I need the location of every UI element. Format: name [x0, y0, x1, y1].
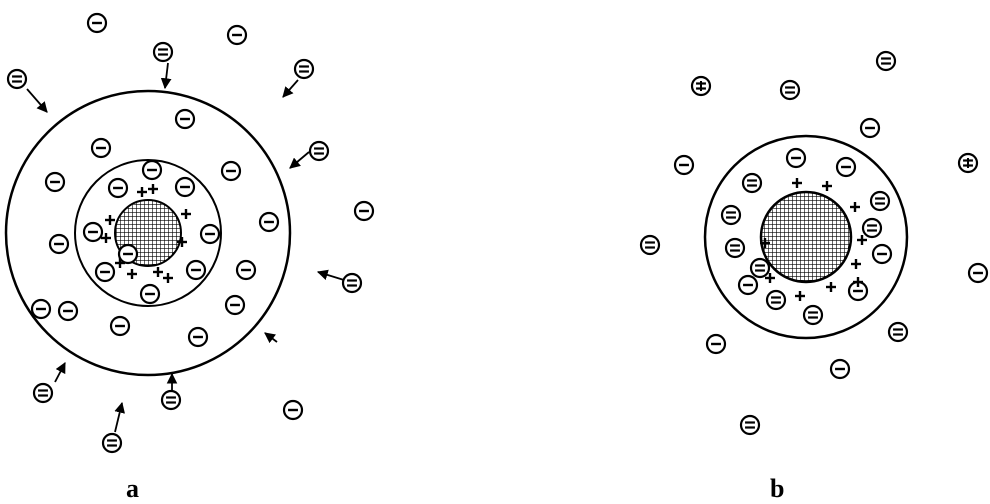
divalent-anion-icon — [741, 416, 759, 434]
arrow-icon — [165, 63, 168, 88]
divalent-anion-icon — [722, 206, 740, 224]
arrow-icon — [265, 333, 277, 342]
anion-icon — [143, 161, 161, 179]
anion-icon — [260, 213, 278, 231]
anion-icon — [111, 317, 129, 335]
positive-charge-icon — [163, 273, 173, 283]
divalent-anion-icon — [8, 70, 26, 88]
positive-charge-icon — [795, 291, 805, 301]
divalent-anion-icon — [751, 259, 769, 277]
panel-a-label: a — [126, 474, 139, 504]
anion-icon — [228, 26, 246, 44]
divalent-anion-icon — [154, 43, 172, 61]
anion-icon — [707, 335, 725, 353]
anion-icon — [959, 154, 977, 172]
anion-icon — [787, 149, 805, 167]
anion-icon — [176, 178, 194, 196]
positive-charge-icon — [153, 267, 163, 277]
arrow-icon — [55, 363, 65, 382]
anion-icon — [873, 245, 891, 263]
positive-charge-icon — [137, 187, 147, 197]
divalent-anion-icon — [103, 434, 121, 452]
anion-icon — [46, 173, 64, 191]
anion-icon — [222, 162, 240, 180]
positive-charge-icon — [826, 282, 836, 292]
panel-a — [6, 14, 373, 452]
anion-icon — [50, 235, 68, 253]
anion-icon — [189, 328, 207, 346]
divalent-anion-icon — [767, 291, 785, 309]
anion-icon — [187, 261, 205, 279]
anion-icon — [837, 158, 855, 176]
ions-a — [8, 14, 373, 452]
divalent-anion-icon — [781, 81, 799, 99]
anion-icon — [969, 264, 987, 282]
anion-icon — [84, 223, 102, 241]
anion-icon — [92, 139, 110, 157]
particle-core-b — [761, 192, 851, 282]
positive-charge-icon — [181, 209, 191, 219]
anion-icon — [119, 245, 137, 263]
positive-charge-icon — [857, 235, 867, 245]
arrow-icon — [283, 80, 298, 97]
divalent-anion-icon — [889, 323, 907, 341]
anion-icon — [226, 296, 244, 314]
anion-icon — [861, 119, 879, 137]
anion-icon — [284, 401, 302, 419]
anion-icon — [692, 77, 710, 95]
anion-icon — [237, 261, 255, 279]
positive-charge-icon — [148, 184, 158, 194]
anion-icon — [675, 156, 693, 174]
divalent-anion-icon — [804, 306, 822, 324]
divalent-anion-icon — [743, 174, 761, 192]
divalent-anion-icon — [295, 60, 313, 78]
anion-icon — [96, 263, 114, 281]
positive-charge-icon — [851, 259, 861, 269]
divalent-anion-icon — [877, 52, 895, 70]
divalent-anion-icon — [162, 391, 180, 409]
divalent-anion-icon — [310, 142, 328, 160]
anion-icon — [831, 360, 849, 378]
arrow-icon — [115, 403, 122, 432]
anion-icon — [201, 225, 219, 243]
divalent-anion-icon — [726, 239, 744, 257]
positive-charge-icon — [792, 178, 802, 188]
divalent-anion-icon — [641, 236, 659, 254]
anion-icon — [32, 300, 50, 318]
positive-charge-icon — [850, 202, 860, 212]
arrow-icon — [290, 152, 309, 168]
anion-icon — [355, 202, 373, 220]
arrow-icon — [318, 272, 344, 280]
divalent-anion-icon — [871, 192, 889, 210]
anion-icon — [141, 285, 159, 303]
divalent-anion-icon — [343, 274, 361, 292]
anion-icon — [88, 14, 106, 32]
divalent-anion-icon — [863, 219, 881, 237]
arrow-icon — [27, 89, 47, 112]
anion-icon — [739, 276, 757, 294]
divalent-anion-icon — [34, 384, 52, 402]
anion-icon — [176, 110, 194, 128]
panel-b-label: b — [770, 474, 784, 504]
positive-charge-icon — [127, 269, 137, 279]
panel-b — [641, 52, 987, 434]
positive-charge-icon — [105, 215, 115, 225]
anion-icon — [59, 302, 77, 320]
anion-icon — [109, 179, 127, 197]
positive-charge-icon — [822, 181, 832, 191]
